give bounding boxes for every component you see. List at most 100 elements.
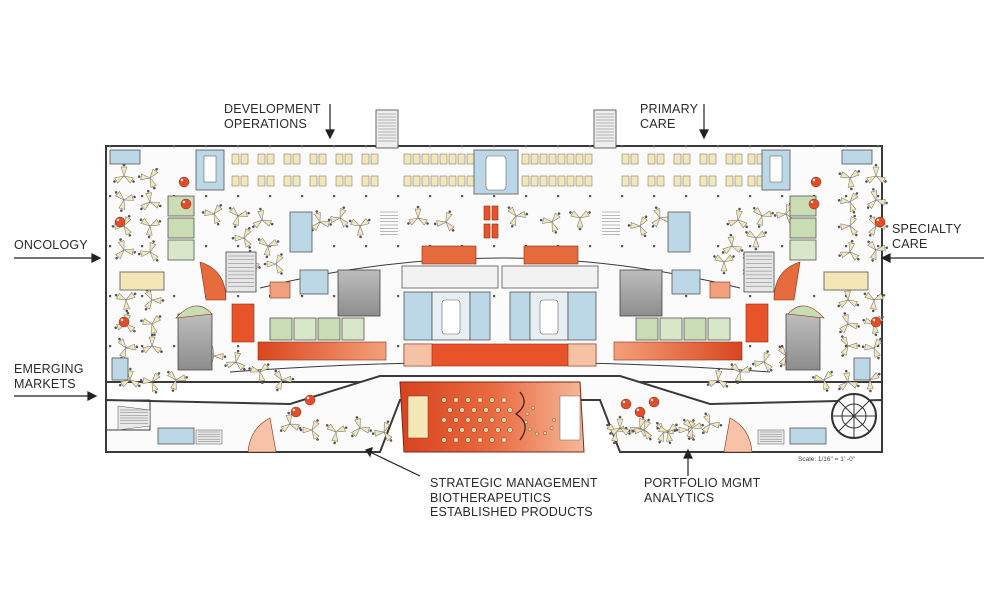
workstation-cluster <box>140 189 162 211</box>
workstation-cluster <box>279 411 302 433</box>
workstation-bench <box>647 175 665 187</box>
workstation-cluster <box>863 292 886 313</box>
workstation-bench <box>621 175 639 187</box>
conference-tables <box>203 155 783 335</box>
workstation-cluster <box>861 337 883 360</box>
round-table <box>810 176 822 188</box>
workstation-cluster <box>682 418 704 440</box>
workstation-cluster <box>609 415 631 436</box>
workstation-bench <box>421 153 439 165</box>
workstation-bench <box>521 175 539 187</box>
workstation-bench <box>673 175 691 187</box>
workstation-bench <box>439 175 457 187</box>
label-line: CARE <box>640 116 676 131</box>
cafe-table <box>441 397 447 403</box>
cafe-table <box>459 427 465 433</box>
round-table <box>808 198 820 210</box>
label-portfolio-group: PORTFOLIO MGMT ANALYTICS <box>644 476 760 505</box>
workstation-bench <box>309 175 327 187</box>
round-table <box>180 198 192 210</box>
cafe-table <box>471 427 477 433</box>
label-strategic-group: STRATEGIC MANAGEMENT BIOTHERAPEUTICS EST… <box>430 476 598 520</box>
workstation-cluster <box>139 372 161 394</box>
workstation-cluster <box>137 240 159 262</box>
workstation-cluster <box>140 315 162 337</box>
workstation-bench <box>575 153 593 165</box>
workstation-cluster <box>311 210 333 232</box>
round-table <box>290 406 302 418</box>
lounge-curves <box>175 261 825 453</box>
workstation-bench <box>403 175 421 187</box>
cafe-table <box>441 417 447 423</box>
workstation-bench <box>699 175 717 187</box>
workstation-cluster <box>257 237 280 259</box>
workstation-bench <box>439 153 457 165</box>
round-table <box>634 406 646 418</box>
label-line: OPERATIONS <box>224 116 308 131</box>
workstation-cluster <box>706 367 729 389</box>
workstation-cluster <box>371 420 393 442</box>
orange-band-rooms <box>231 205 769 367</box>
workstation-clusters <box>111 153 889 445</box>
label-line: STRATEGIC MANAGEMENT <box>430 476 598 490</box>
workstation-bench <box>335 153 353 165</box>
workstation-cluster <box>144 288 165 311</box>
label-line: DEVELOPMENT <box>224 102 321 116</box>
workstation-cluster <box>866 188 888 209</box>
cafe-table <box>477 397 483 403</box>
workstation-bench <box>725 153 743 165</box>
cafe-tables <box>441 397 556 443</box>
label-line: EMERGING <box>14 362 84 376</box>
workstation-cluster <box>838 169 861 191</box>
label-line: ANALYTICS <box>644 490 715 505</box>
label-line: ONCOLOGY <box>14 238 88 252</box>
label-line: BIOTHERAPEUTICS <box>430 490 552 505</box>
round-table <box>870 316 882 328</box>
workstation-cluster <box>407 205 429 226</box>
workstation-cluster <box>730 363 752 385</box>
cafe-table <box>483 427 489 433</box>
cafe-table <box>489 397 495 403</box>
workstation-cluster <box>867 240 889 262</box>
round-table <box>118 316 130 328</box>
round-table <box>648 396 660 408</box>
workstation-bench <box>699 153 717 165</box>
workstation-cluster <box>868 214 889 237</box>
workstation-bench <box>231 153 249 165</box>
cafe-table <box>489 437 495 443</box>
cafe-table <box>501 417 507 423</box>
workstation-cluster <box>745 230 767 251</box>
label-specialty-care: SPECIALTY CARE <box>892 222 962 251</box>
workstation-bench <box>673 153 691 165</box>
label-line: PORTFOLIO MGMT <box>644 476 761 490</box>
cafe-seat <box>525 412 530 416</box>
workstation-cluster <box>838 239 860 261</box>
workstation-bench <box>539 153 557 165</box>
workstation-cluster <box>656 423 678 445</box>
cafe-table <box>507 427 513 433</box>
workstation-cluster <box>118 367 141 388</box>
workstation-cluster <box>701 412 723 435</box>
label-emerging-markets: EMERGING MARKETS <box>14 362 84 391</box>
scale-note: Scale: 1/16" = 1' -0" <box>798 456 855 463</box>
rotunda <box>831 393 877 439</box>
workstation-cluster <box>721 233 744 255</box>
workstation-cluster <box>115 238 137 260</box>
workstation-cluster <box>507 206 529 228</box>
cafe-table <box>465 397 471 403</box>
workstation-bench <box>283 175 301 187</box>
cafe-seat <box>524 420 528 424</box>
pointer-arrows <box>14 104 984 477</box>
workstation-cluster <box>263 253 284 275</box>
cafe-table <box>483 407 489 413</box>
cafe-table <box>447 427 453 433</box>
round-table <box>874 216 886 228</box>
workstation-cluster <box>751 350 773 372</box>
cafe-table <box>465 437 471 443</box>
cafe-table <box>477 417 483 423</box>
workstation-bench <box>725 175 743 187</box>
workstation-cluster <box>231 227 252 249</box>
workstation-cluster <box>228 206 250 228</box>
workstation-cluster <box>117 337 139 360</box>
